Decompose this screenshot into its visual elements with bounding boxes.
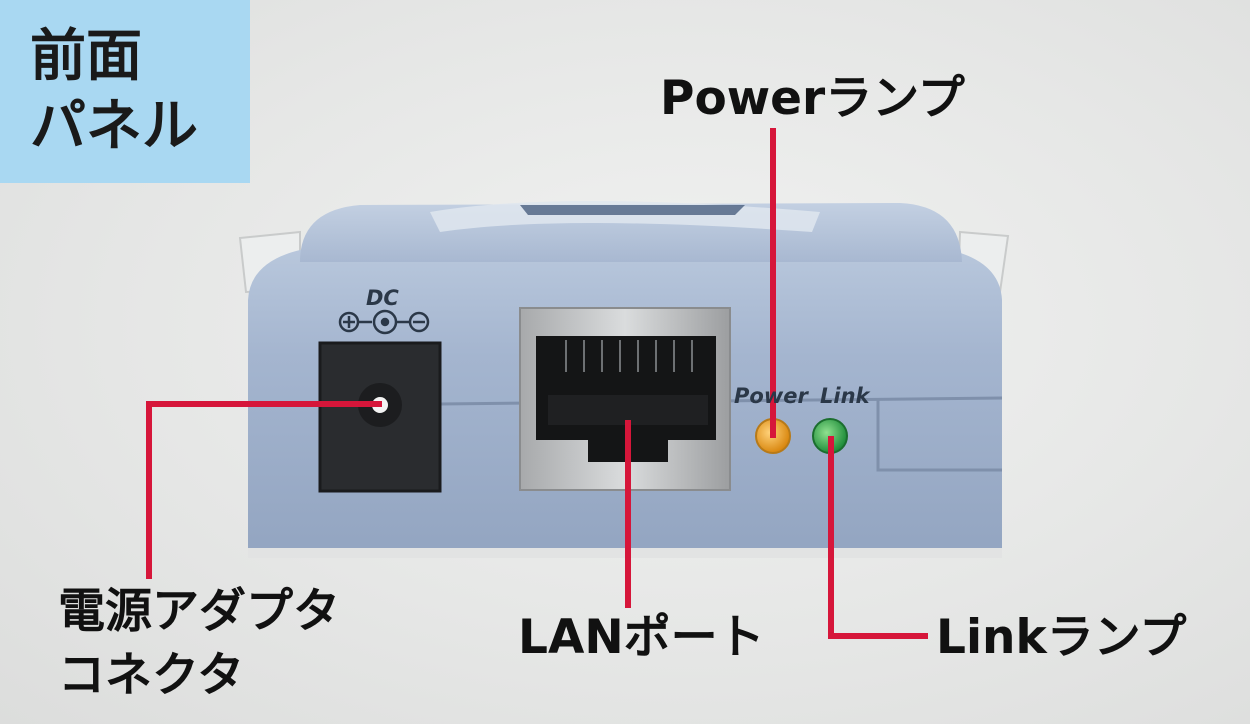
link-lamp-leader-vertical — [828, 436, 834, 639]
dc-jack — [318, 341, 442, 493]
adapter-leader-horizontal — [146, 401, 382, 407]
adapter-connector-callout-line-1: 電源アダプタ — [58, 584, 340, 639]
lan-port-callout: LANポート — [518, 610, 765, 665]
link-lamp-callout: Linkランプ — [936, 610, 1187, 665]
power-lamp-callout: Powerランプ — [660, 71, 965, 126]
dc-polarity-icon — [338, 309, 430, 335]
adapter-connector-callout-line-2: コネクタ — [58, 648, 245, 703]
lan-port-leader — [625, 420, 631, 608]
power-lamp-leader — [770, 128, 776, 438]
power-print-label: Power — [734, 384, 808, 408]
link-lamp-leader-horizontal — [828, 633, 928, 639]
panel-title-label: 前面 パネル — [0, 0, 250, 183]
adapter-leader-vertical — [146, 401, 152, 579]
panel-title-line-1: 前面 — [30, 24, 142, 89]
dc-print-label: DC — [366, 286, 399, 310]
panel-title-line-2: パネル — [30, 94, 198, 159]
adapter-connector-callout: 電源アダプタ コネクタ — [58, 580, 340, 708]
leader-lines — [146, 128, 928, 639]
link-print-label: Link — [820, 384, 870, 408]
